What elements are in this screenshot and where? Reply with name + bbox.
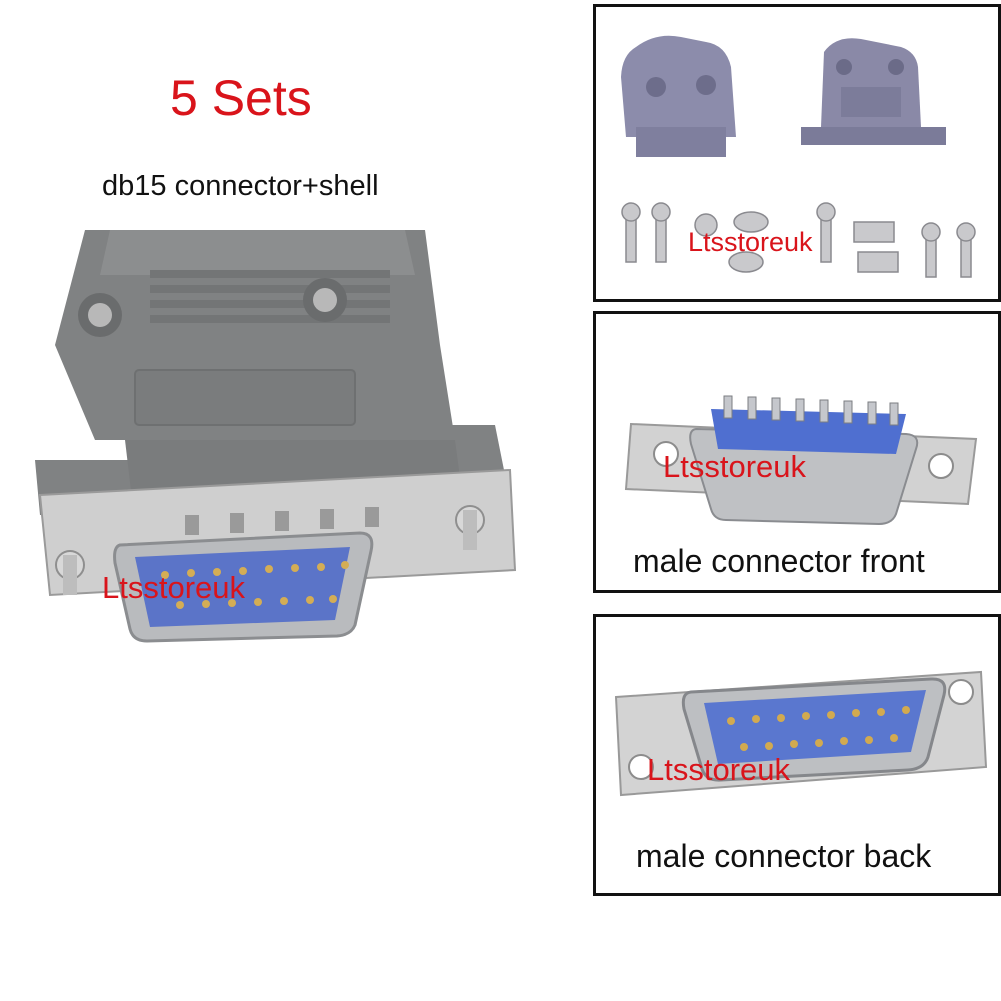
headline: 5 Sets bbox=[170, 70, 312, 126]
connector-back-illustration bbox=[614, 670, 988, 797]
panel-connector-back: male connector back bbox=[593, 614, 1001, 896]
caption-connector-front: male connector front bbox=[633, 543, 925, 579]
watermark-panel-2: Ltsstoreuk bbox=[663, 449, 807, 484]
assembled-connector-illustration bbox=[15, 215, 530, 675]
subtitle: db15 connector+shell bbox=[102, 170, 379, 202]
panel-shell-parts bbox=[593, 4, 1001, 302]
panel-connector-front: male connector front bbox=[593, 311, 1001, 593]
connector-front-illustration bbox=[624, 395, 978, 526]
watermark-panel-3: Ltsstoreuk bbox=[647, 752, 791, 787]
main-product-image bbox=[15, 215, 530, 675]
watermark-main: Ltsstoreuk bbox=[102, 570, 246, 605]
watermark-panel-1: Ltsstoreuk bbox=[688, 227, 813, 257]
caption-connector-back: male connector back bbox=[636, 838, 932, 874]
shell-parts-illustration bbox=[621, 35, 976, 278]
